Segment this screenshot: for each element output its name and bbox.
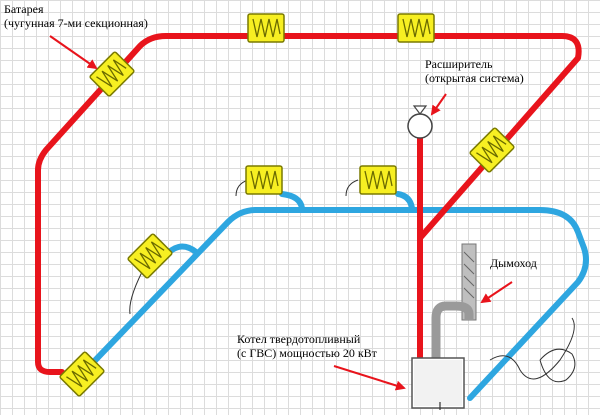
expander-label: Расширитель (открытая система) <box>425 57 524 85</box>
supply-pipe-left-riser <box>35 167 65 375</box>
expansion-tank-icon <box>407 105 433 139</box>
supply-pipe-network <box>35 33 582 375</box>
return-pipe-branch-right <box>395 191 415 211</box>
expander-label-line2: (открытая система) <box>425 71 524 85</box>
chimney-flue-pipe <box>431 301 474 358</box>
arrow-icon <box>49 35 98 70</box>
radiator-icon <box>397 13 435 43</box>
radiator-icon <box>126 232 174 280</box>
boiler-label-line1: Котел твердотопливный <box>237 332 361 346</box>
battery-label: Батарея (чугунная 7-ми секционная) <box>4 2 148 30</box>
boiler-icon <box>411 357 465 410</box>
boiler-label: Котел твердотопливный (с ГВС) мощностью … <box>237 332 377 360</box>
expander-label-line1: Расширитель <box>425 57 493 71</box>
return-pipe-network <box>79 191 589 401</box>
return-pipe-branch-left <box>279 191 305 211</box>
radiator-icon <box>245 165 283 195</box>
radiator-icon <box>247 13 285 43</box>
return-pipe-main <box>79 207 589 401</box>
battery-label-line2: (чугунная 7-ми секционная) <box>4 16 148 30</box>
chimney-label-line1: Дымоход <box>490 256 537 270</box>
arrow-icon <box>333 365 406 391</box>
radiator-icon <box>359 165 397 195</box>
supply-pipe-top <box>35 33 582 241</box>
chimney-icon <box>431 243 477 358</box>
boiler-label-line2: (с ГВС) мощностью 20 кВт <box>237 346 377 360</box>
pointer-arrows <box>49 35 513 391</box>
arrow-icon <box>480 281 513 304</box>
arrow-icon <box>430 93 447 116</box>
battery-label-line1: Батарея <box>4 2 44 16</box>
radiator-connection-lines <box>129 179 576 383</box>
chimney-label: Дымоход <box>490 256 537 270</box>
